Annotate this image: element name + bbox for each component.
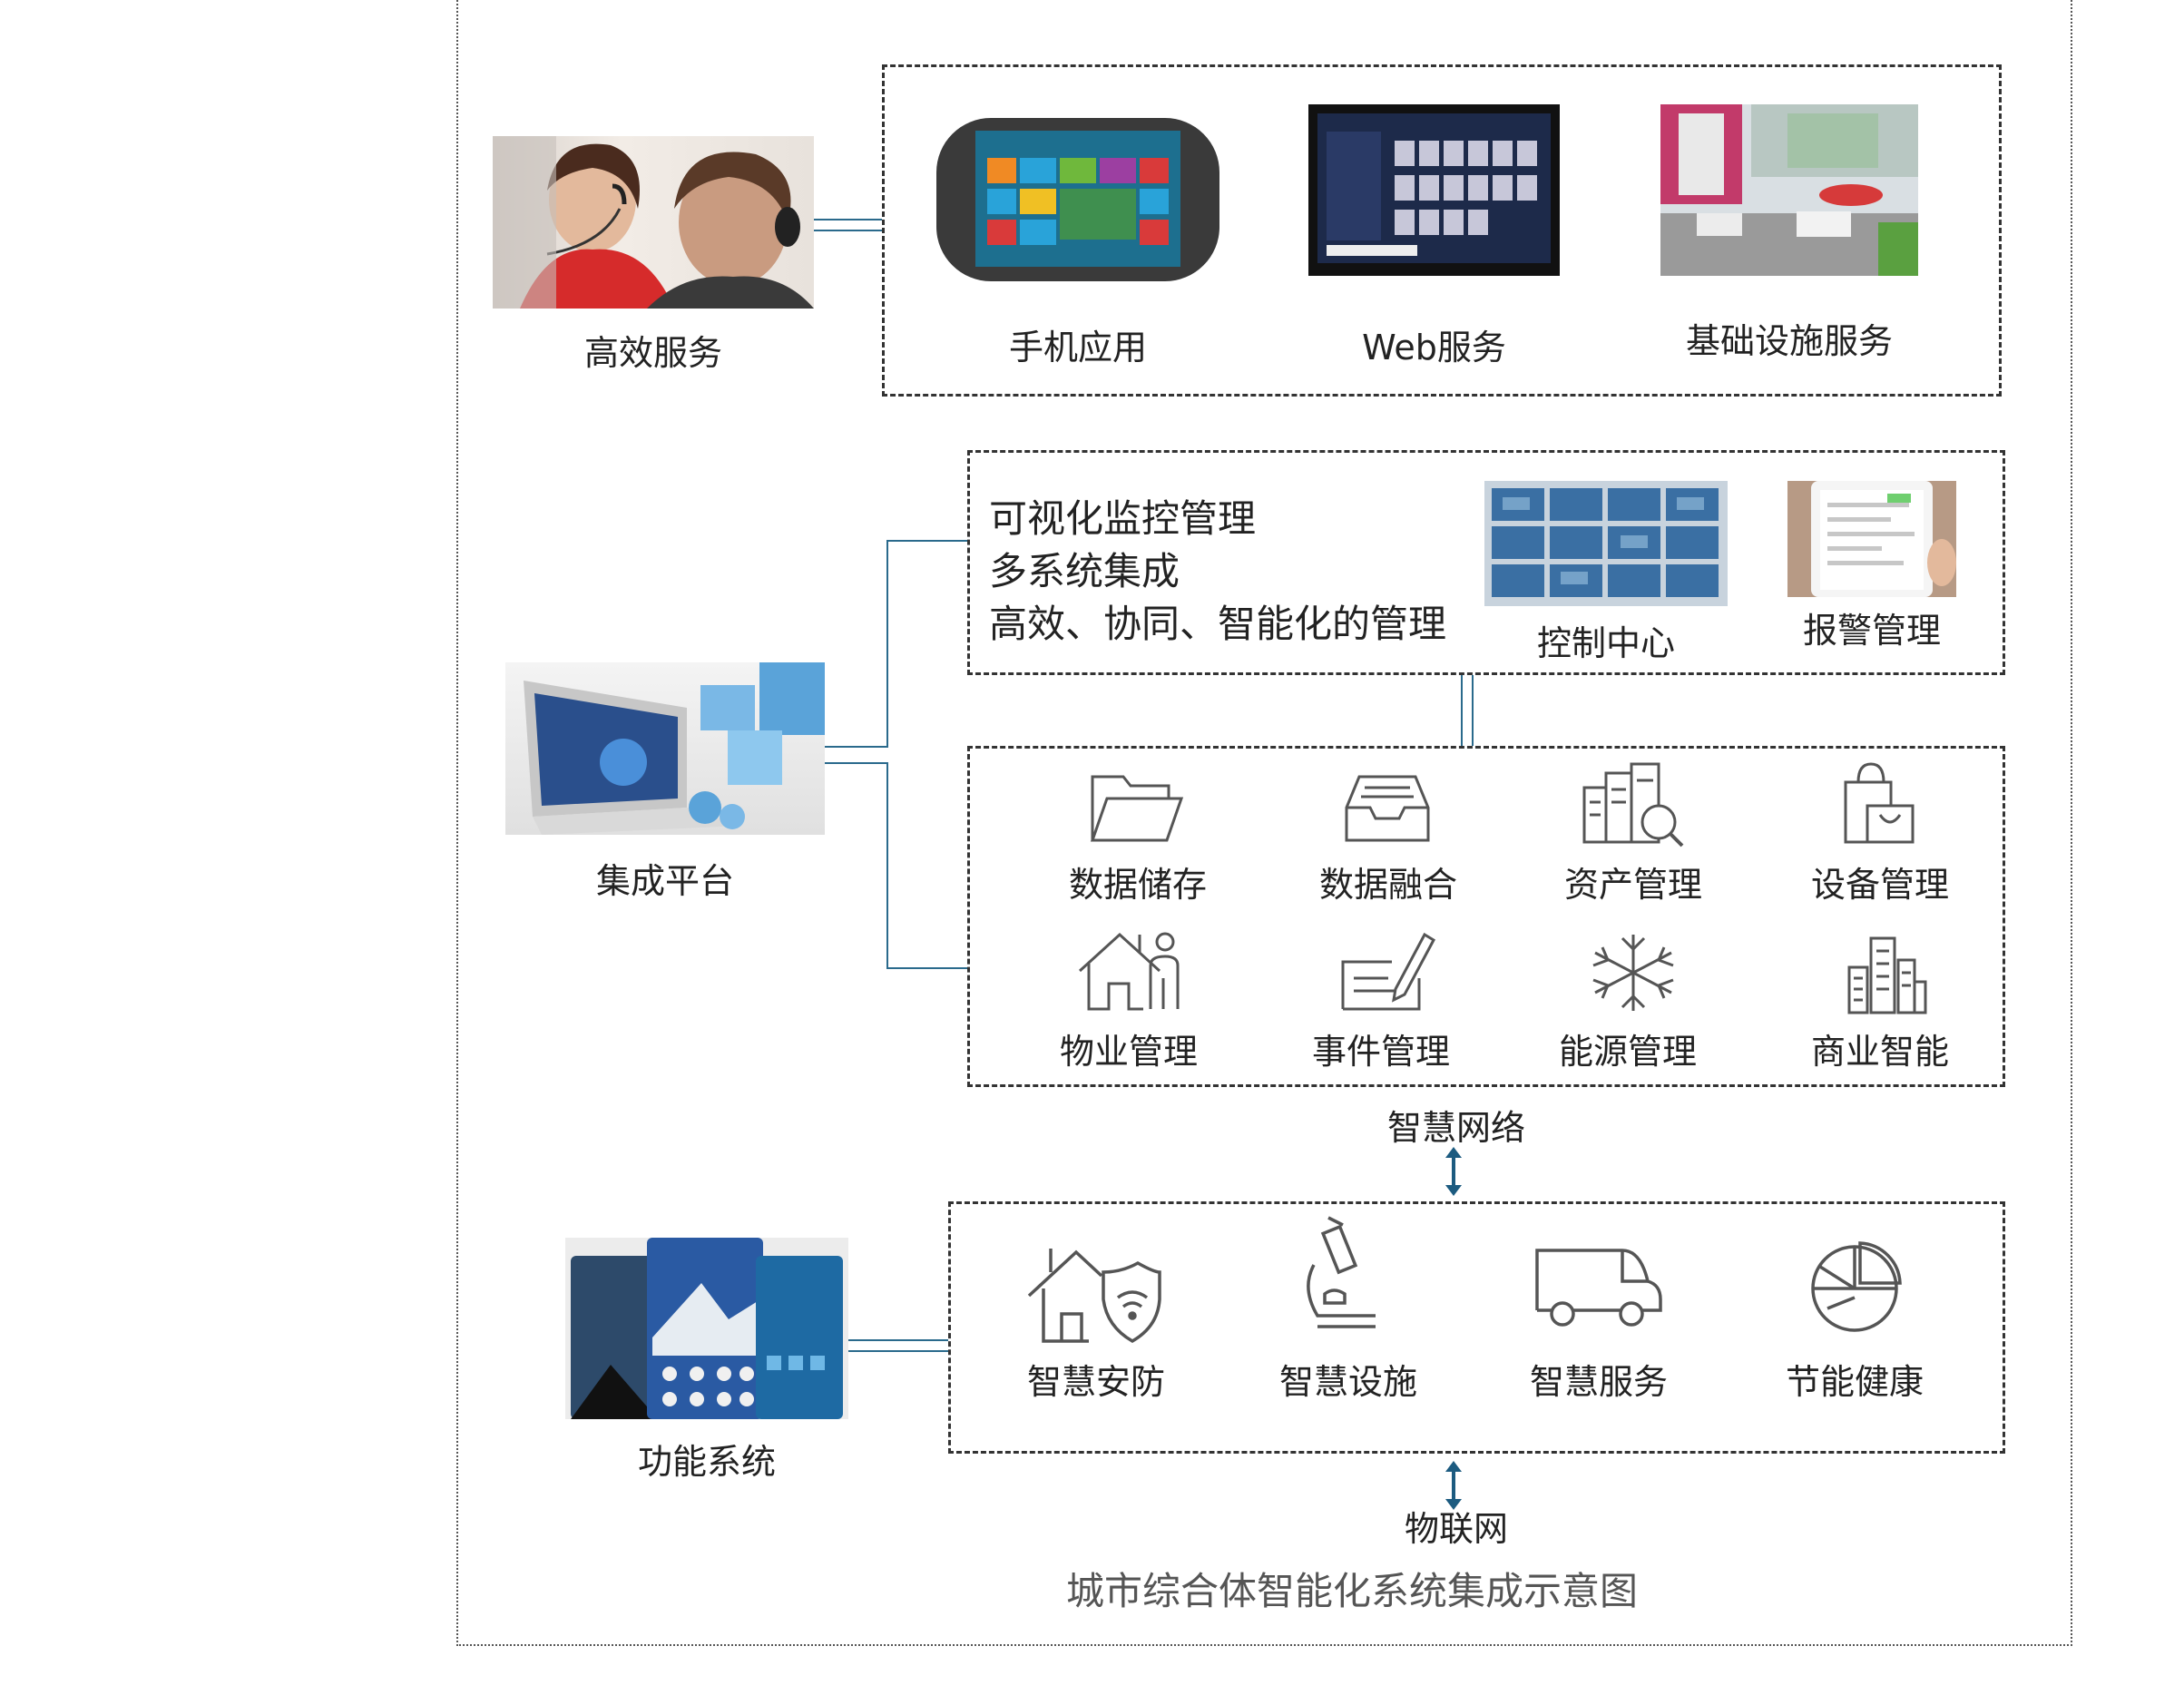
module-label: 设备管理 xyxy=(1810,865,1949,905)
modules-box xyxy=(967,746,2005,1087)
connector-line xyxy=(1461,675,1463,746)
connector-line xyxy=(848,1339,948,1341)
function-modules-box xyxy=(948,1201,2005,1454)
module-label: 数据融合 xyxy=(1318,865,1457,905)
feature-smart-management: 高效、协同、智能化的管理 xyxy=(989,602,1447,646)
web-service-image xyxy=(1308,104,1560,276)
call-center-photo xyxy=(493,136,814,309)
module-label: 商业智能 xyxy=(1810,1032,1949,1072)
feature-multi-system: 多系统集成 xyxy=(989,549,1180,593)
module-label: 能源管理 xyxy=(1558,1032,1697,1072)
shopping-bag-icon xyxy=(1844,762,1915,844)
monitoring-box xyxy=(967,450,2005,675)
connector-line xyxy=(886,540,968,542)
phones-image xyxy=(565,1238,848,1419)
feature-visual-monitoring: 可视化监控管理 xyxy=(989,496,1257,541)
module-label: 事件管理 xyxy=(1311,1032,1450,1072)
control-center-label: 控制中心 xyxy=(1536,623,1675,663)
platform-label: 集成平台 xyxy=(595,861,734,901)
infrastructure-image xyxy=(1660,104,1918,276)
van-icon xyxy=(1535,1249,1662,1327)
web-service-label: Web服务 xyxy=(1362,328,1506,367)
connector-line xyxy=(886,762,888,969)
module-label: 物业管理 xyxy=(1059,1032,1198,1072)
connector-line xyxy=(814,230,882,231)
connector-line xyxy=(825,746,886,748)
function-module-label: 智慧服务 xyxy=(1529,1362,1668,1402)
connector-line xyxy=(814,219,882,220)
control-center-image xyxy=(1484,481,1728,606)
connector-line xyxy=(1472,675,1474,746)
microscope-icon xyxy=(1307,1216,1376,1328)
outer-frame xyxy=(456,0,2072,1646)
function-module-label: 智慧安防 xyxy=(1026,1362,1165,1402)
pie-chart-icon xyxy=(1811,1241,1902,1332)
connector-line xyxy=(886,540,888,748)
document-pen-icon xyxy=(1341,932,1435,1011)
tablet-image xyxy=(935,114,1221,286)
service-apps-box xyxy=(882,64,2002,397)
module-label: 资产管理 xyxy=(1563,865,1702,905)
mobile-app-label: 手机应用 xyxy=(1008,328,1147,367)
network-label: 智慧网络 xyxy=(1386,1108,1525,1148)
buildings-icon xyxy=(1847,936,1927,1014)
alarm-management-label: 报警管理 xyxy=(1802,611,1941,651)
iot-label: 物联网 xyxy=(1404,1509,1508,1549)
diagram-caption: 城市综合体智能化系统集成示意图 xyxy=(1065,1569,1638,1613)
function-system-label: 功能系统 xyxy=(637,1442,776,1482)
function-module-label: 节能健康 xyxy=(1785,1362,1924,1402)
function-module-label: 智慧设施 xyxy=(1278,1362,1417,1402)
connector-line xyxy=(886,967,968,969)
document-search-icon xyxy=(1582,762,1684,848)
house-shield-wifi-icon xyxy=(1027,1249,1161,1344)
folder-icon xyxy=(1090,775,1184,842)
infrastructure-label: 基础设施服务 xyxy=(1685,321,1893,361)
module-label: 数据储存 xyxy=(1068,865,1207,905)
inbox-tray-icon xyxy=(1345,775,1430,842)
connector-line xyxy=(825,762,886,764)
bidirectional-arrow-icon xyxy=(1445,1461,1462,1510)
connector-line xyxy=(848,1350,948,1352)
service-label: 高效服务 xyxy=(583,333,722,373)
bidirectional-arrow-icon xyxy=(1445,1147,1462,1196)
house-person-icon xyxy=(1078,932,1180,1011)
snowflake-icon xyxy=(1592,935,1674,1011)
alarm-phone-image xyxy=(1787,481,1956,597)
platform-laptop-image xyxy=(505,662,825,835)
